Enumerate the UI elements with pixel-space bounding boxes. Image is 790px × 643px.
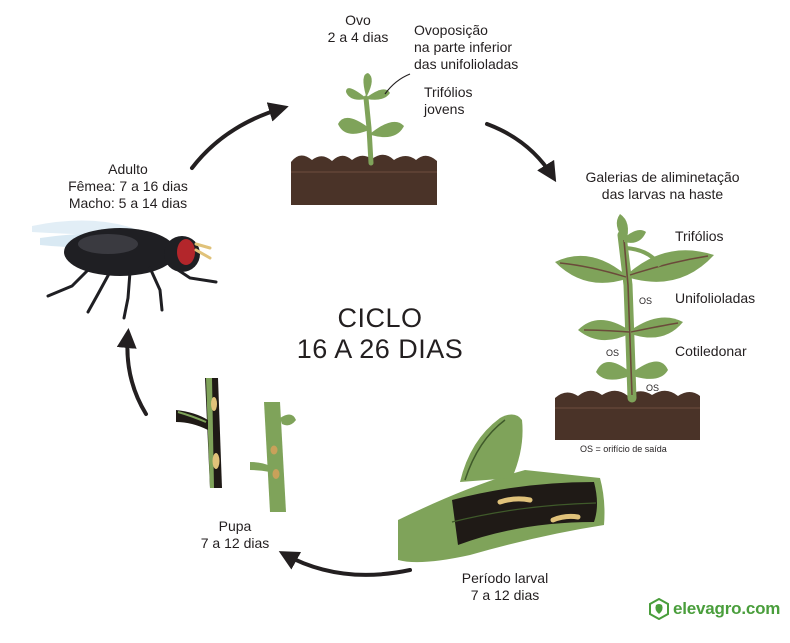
pupa-stems-illustration [176, 378, 296, 512]
oviposition-line1: Ovoposição [414, 22, 488, 38]
larval-duration: 7 a 12 dias [470, 587, 540, 603]
arrow-pupa-to-adult [116, 328, 148, 416]
stage-larval-label: Período larval 7 a 12 dias [440, 570, 570, 604]
galleries-label: Galerias de aliminetação das larvas na h… [565, 169, 760, 203]
exit-hole-legend: OS = orifício de saída [580, 444, 667, 454]
exit-hole-mark: OS [606, 348, 620, 358]
galleries-plant-illustration [555, 214, 714, 440]
oviposition-line2: na parte inferior [414, 39, 513, 55]
adult-female-duration: Fêmea: 7 a 16 dias [68, 178, 188, 194]
stage-adult-label: Adulto Fêmea: 7 a 16 dias Macho: 5 a 14 … [48, 161, 208, 212]
egg-duration: 2 a 4 dias [327, 29, 389, 45]
trifoliolates-label: Trifólios [675, 228, 724, 244]
fly-illustration [32, 220, 218, 320]
exit-hole-mark: OS [646, 383, 660, 393]
oviposition-label: Ovoposição na parte inferior das unifoli… [414, 22, 518, 73]
seedling-illustration [291, 73, 437, 205]
cycle-arrows [116, 102, 557, 577]
cycle-duration-line2: 16 A 26 DIAS [296, 334, 464, 364]
arrow-larval-to-pupa [278, 551, 412, 577]
brand-name: elevagro.com [673, 599, 781, 618]
arrow-adult-to-egg [190, 102, 289, 170]
larval-title: Período larval [461, 570, 549, 586]
stage-egg-label: Ovo 2 a 4 dias [318, 12, 398, 46]
arrow-egg-to-galleries [485, 122, 557, 183]
adult-male-duration: Macho: 5 a 14 dias [68, 195, 188, 211]
elevagro-logo: elevagro.com [649, 597, 780, 621]
leaf-hexagon-icon [649, 598, 669, 620]
exit-hole-mark: OS [639, 296, 653, 306]
cycle-center-title: CICLO 16 A 26 DIAS [270, 303, 490, 365]
young-trifoliolates-line2: jovens [424, 101, 465, 117]
young-trifoliolates-line1: Trifólios [424, 84, 473, 100]
pupa-title: Pupa [218, 518, 252, 534]
galleries-line2: das larvas na haste [601, 186, 724, 202]
young-trifoliolates-label: Trifólios jovens [424, 84, 473, 118]
galleries-line1: Galerias de aliminetação [585, 169, 740, 185]
stage-pupa-label: Pupa 7 a 12 dias [185, 518, 285, 552]
pupa-duration: 7 a 12 dias [200, 535, 270, 551]
cotyledon-label: Cotiledonar [675, 343, 747, 359]
oviposition-line3: das unifolioladas [414, 56, 519, 72]
larval-stem-illustration [398, 414, 605, 563]
adult-title: Adulto [108, 161, 148, 177]
egg-title: Ovo [345, 12, 371, 28]
unifoliolates-label: Unifolioladas [675, 290, 756, 306]
cycle-title-line1: CICLO [337, 303, 423, 333]
